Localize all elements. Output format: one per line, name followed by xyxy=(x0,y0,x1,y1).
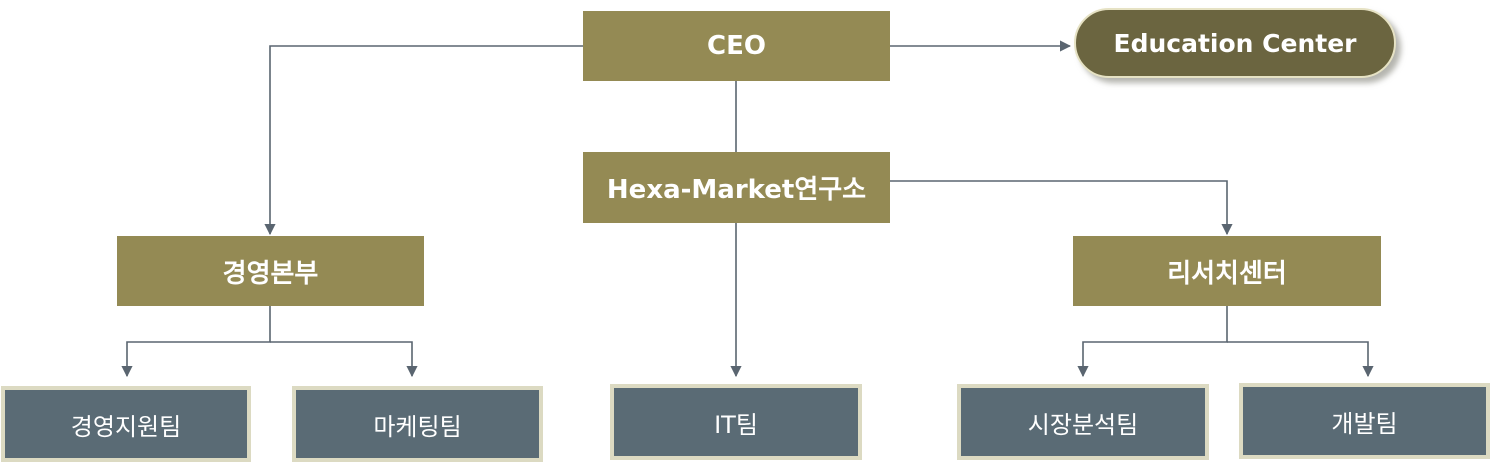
team-development-box: 개발팀 xyxy=(1239,383,1490,459)
lab-box: Hexa-Market연구소 xyxy=(583,152,890,223)
team-it-box: IT팀 xyxy=(610,384,862,460)
research-center-box: 리서치센터 xyxy=(1073,236,1381,306)
connector-lab-research xyxy=(890,180,1233,236)
connector-mgmt-teams xyxy=(121,306,271,378)
research-center-label: 리서치센터 xyxy=(1167,258,1287,289)
team-marketing-label: 마케팅팀 xyxy=(373,412,462,441)
lab-label: Hexa-Market연구소 xyxy=(606,175,867,205)
mgmt-hq-label: 경영본부 xyxy=(222,258,319,289)
team-development-label: 개발팀 xyxy=(1331,409,1398,438)
connector-ceo-mgmt xyxy=(264,45,583,236)
team-market-analysis-box: 시장분석팀 xyxy=(957,384,1209,460)
team-mgmt-support-box: 경영지원팀 xyxy=(1,386,251,462)
team-marketing-box: 마케팅팀 xyxy=(292,386,543,462)
team-it-label: IT팀 xyxy=(714,410,758,439)
education-center-box: Education Center xyxy=(1074,8,1396,78)
education-center-label: Education Center xyxy=(1113,28,1357,58)
connector-mgmt-marketing xyxy=(270,341,418,378)
connector-research-teams xyxy=(1077,306,1228,378)
ceo-box: CEO xyxy=(583,11,890,81)
mgmt-hq-box: 경영본부 xyxy=(117,236,424,306)
team-market-analysis-label: 시장분석팀 xyxy=(1027,410,1139,439)
team-mgmt-support-label: 경영지원팀 xyxy=(70,412,182,441)
connector-research-dev xyxy=(1227,341,1374,378)
ceo-label: CEO xyxy=(707,31,766,61)
